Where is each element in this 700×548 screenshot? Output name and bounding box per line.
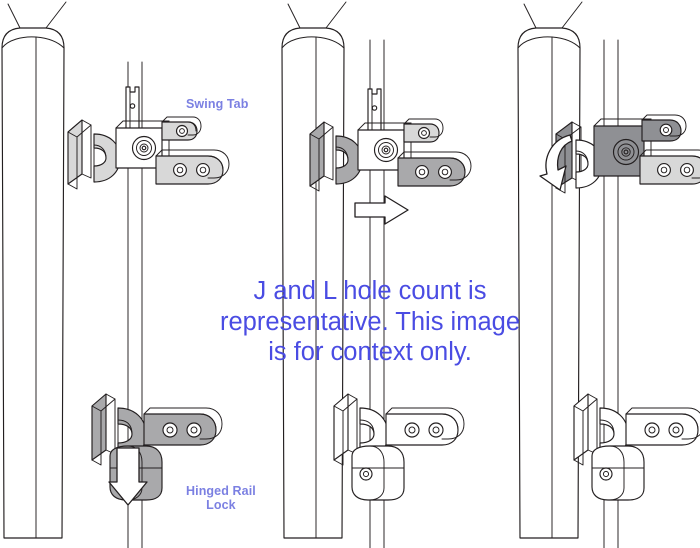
- panel-3-bottom-hinged-rail-lock: [573, 393, 700, 501]
- panel-2-bottom-hinged-rail-lock: [333, 393, 465, 501]
- hinged-rail-lock-label: Hinged Rail Lock: [186, 484, 256, 512]
- panel-2-right-arrow: [354, 195, 409, 225]
- context-note-overlay: J and L hole count is representative. Th…: [219, 277, 520, 367]
- panel-1-down-arrow: [108, 447, 148, 506]
- panel-3-swing-arrow: [539, 134, 573, 191]
- panel-3-swung-open: [517, 1, 700, 548]
- swing-tab-label: Swing Tab: [186, 97, 249, 111]
- panel-1-latched: [1, 1, 230, 548]
- panel-2-sliding: [281, 1, 472, 548]
